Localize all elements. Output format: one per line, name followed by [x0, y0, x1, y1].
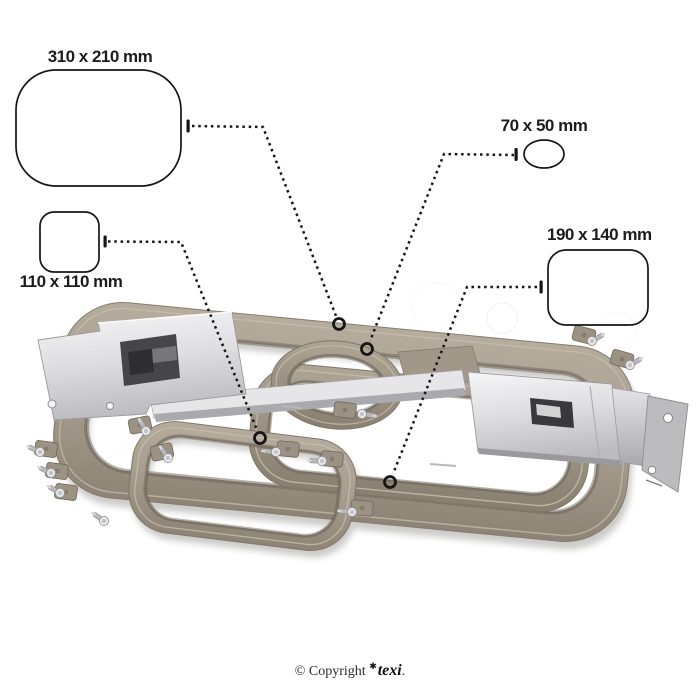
bracket-hole	[47, 399, 57, 409]
marker-circle-70	[360, 342, 374, 356]
tick-70	[514, 148, 518, 161]
tick-110	[103, 235, 107, 248]
tick-310	[186, 119, 190, 133]
outline-shape-190x140	[547, 249, 649, 326]
outline-shape-110x110	[39, 211, 100, 273]
marker-circle-190	[383, 475, 397, 489]
copyright-period: .	[401, 664, 406, 679]
copyright-text: © Copyright	[294, 664, 366, 679]
right-mount-bracket	[467, 371, 689, 493]
hoop-110-ring	[128, 421, 357, 552]
bracket-hole	[647, 465, 657, 475]
leader-line-110	[107, 240, 259, 431]
left-mount-bracket	[37, 311, 467, 422]
tick-190	[539, 280, 543, 294]
thumb-screws	[23, 329, 646, 528]
leader-line-190	[391, 285, 537, 475]
brand-mark-icon: ✱	[369, 661, 377, 671]
marker-circle-310	[332, 317, 346, 331]
bracket-hole	[663, 413, 673, 423]
bracket-hole	[106, 402, 114, 410]
size-label-310x210: 310 x 210 mm	[47, 47, 153, 66]
size-label-70x50: 70 x 50 mm	[500, 116, 588, 135]
size-label-190x140: 190 x 140 mm	[547, 225, 652, 244]
size-label-110x110: 110 x 110 mm	[19, 272, 123, 291]
copyright-notice: © Copyright ✱texi.	[0, 661, 700, 680]
leader-line-310	[191, 124, 338, 317]
marker-circle-110	[253, 431, 267, 445]
outline-shape-70x50	[523, 139, 565, 169]
leader-line-70	[368, 152, 515, 342]
outline-shape-310x210	[15, 69, 182, 187]
brand-name: texi	[377, 662, 402, 679]
